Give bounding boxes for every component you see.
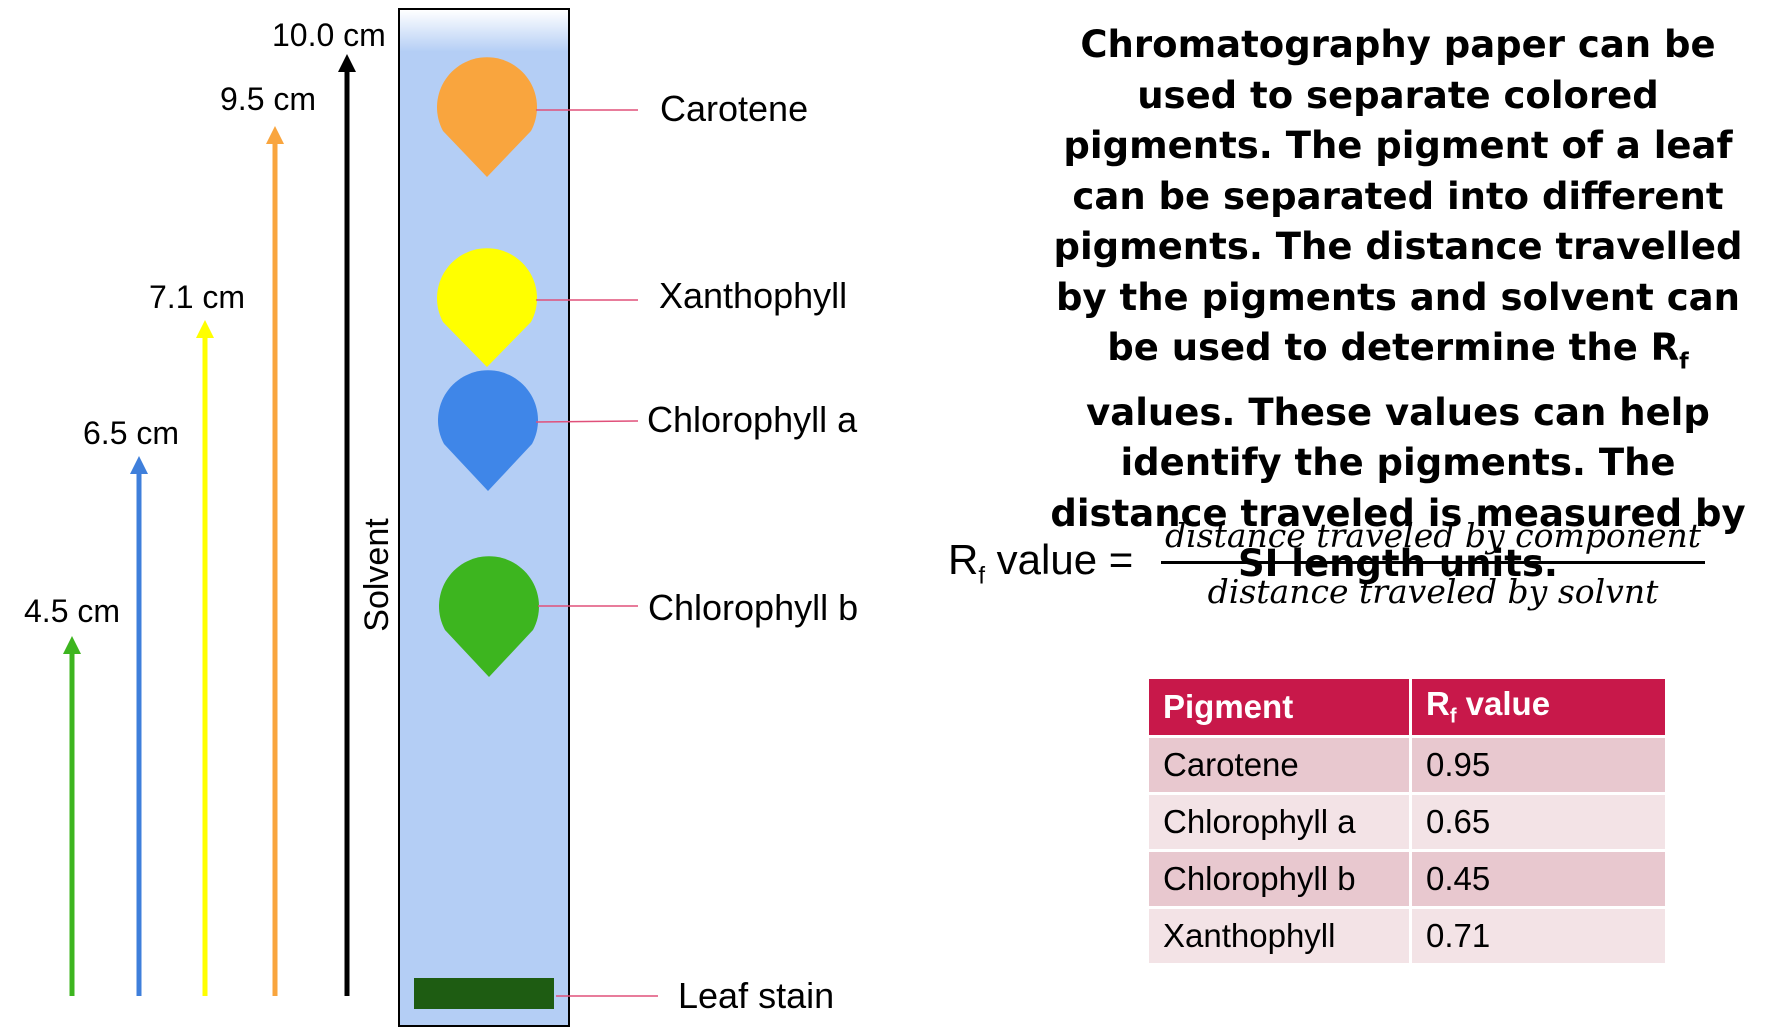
measurement-label-9-5cm: 9.5 cm [220, 81, 316, 117]
arrow-6-5cm: 6.5 cm [83, 415, 179, 996]
table-row: Chlorophyll a 0.65 [1146, 792, 1668, 852]
spot-chlorophyll-b [439, 556, 540, 677]
label-leaf-stain: Leaf stain [678, 975, 834, 1016]
formula-fraction: distance traveled by component distance … [1160, 515, 1706, 611]
header-rf-value: Rf value [1409, 676, 1668, 738]
spot-xanthophyll [437, 248, 537, 367]
label-xanthophyll: Xanthophyll [659, 275, 847, 316]
fraction-bar [1160, 560, 1706, 564]
cell-pigment: Chlorophyll a [1146, 792, 1412, 852]
label-carotene: Carotene [660, 88, 808, 129]
description-text: Chromatography paper can be used to sepa… [1050, 23, 1746, 586]
table-header-row: Pigment Rf value [1146, 676, 1668, 738]
cell-pigment: Chlorophyll b [1146, 849, 1412, 909]
pigment-labels: Carotene Xanthophyll Chlorophyll a Chlor… [647, 88, 858, 1016]
header-pigment: Pigment [1146, 676, 1412, 738]
measurement-label-4-5cm: 4.5 cm [24, 593, 120, 629]
arrow-4-5cm: 4.5 cm [24, 593, 120, 996]
table-row: Chlorophyll b 0.45 [1146, 849, 1668, 909]
cell-rf: 0.71 [1409, 906, 1668, 966]
arrow-7-1cm: 7.1 cm [149, 279, 245, 996]
measurement-label-10-0cm: 10.0 cm [272, 17, 386, 53]
cell-rf: 0.65 [1409, 792, 1668, 852]
cell-rf: 0.45 [1409, 849, 1668, 909]
measurement-label-7-1cm: 7.1 cm [149, 279, 245, 315]
leader-lines [535, 109, 658, 997]
spot-chlorophyll-a [437, 370, 538, 491]
arrow-10-0cm: 10.0 cm [272, 17, 386, 996]
label-chlorophyll-a: Chlorophyll a [647, 399, 858, 440]
measurement-arrows: 4.5 cm 6.5 cm 7.1 cm 9.5 cm 10.0 cm [24, 17, 386, 996]
arrow-9-5cm: 9.5 cm [220, 81, 316, 996]
formula-denominator: distance traveled by solvnt [1207, 571, 1659, 611]
cell-rf: 0.95 [1409, 735, 1668, 795]
cell-pigment: Xanthophyll [1146, 906, 1412, 966]
formula-lhs: Rf value = [948, 535, 1145, 590]
chromatography-strip [398, 8, 570, 1027]
table-row: Carotene 0.95 [1146, 735, 1668, 795]
cell-pigment: Carotene [1146, 735, 1412, 795]
leaf-stain-band [414, 978, 554, 1009]
chromatography-diagram: 4.5 cm 6.5 cm 7.1 cm 9.5 cm 10.0 cm Solv… [24, 8, 858, 1027]
rf-value-table: Pigment Rf value Carotene 0.95 Chlorophy… [1146, 676, 1668, 966]
pigment-spots [414, 57, 554, 1009]
table-row: Xanthophyll 0.71 [1146, 906, 1668, 966]
solvent-label: Solvent [358, 518, 396, 632]
spot-carotene [437, 57, 537, 177]
label-chlorophyll-b: Chlorophyll b [648, 587, 858, 628]
formula-numerator: distance traveled by component [1164, 515, 1702, 555]
rf-formula: Rf value = distance traveled by componen… [948, 508, 1708, 618]
measurement-label-6-5cm: 6.5 cm [83, 415, 179, 451]
